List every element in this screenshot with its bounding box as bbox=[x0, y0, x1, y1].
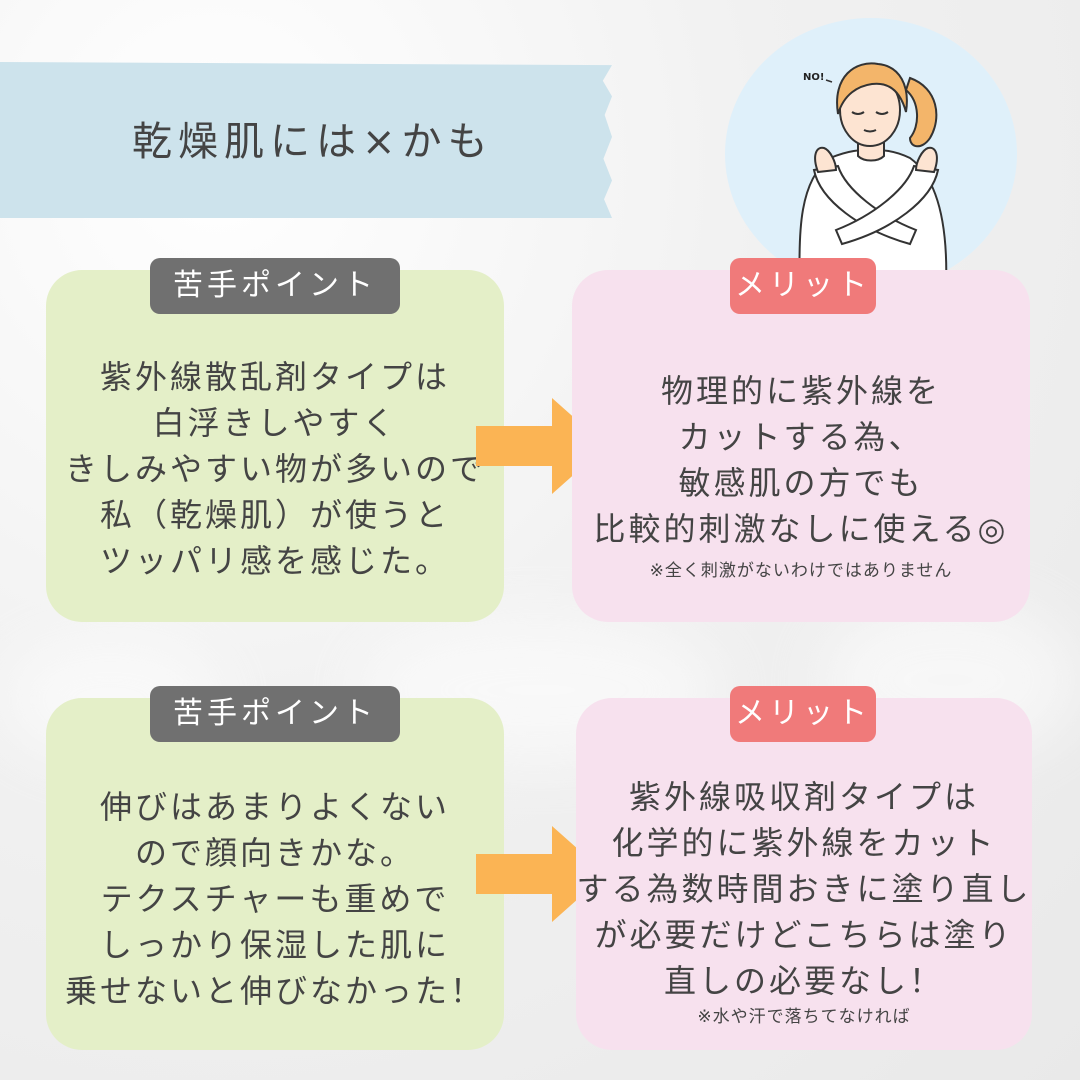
text-line: 直しの必要なし！ bbox=[663, 962, 944, 1000]
text-line: 乗せないと伸びなかった！ bbox=[64, 972, 485, 1010]
merit-card: 物理的に紫外線を カットする為、 敏感肌の方でも 比較的刺激なしに使える◎ ※全… bbox=[572, 270, 1030, 622]
text-line: 紫外線吸収剤タイプは bbox=[628, 778, 979, 816]
merit-note: ※全く刺激がないわけではありません bbox=[649, 561, 953, 581]
text-line: しっかり保湿した肌に bbox=[99, 926, 450, 964]
text-line: 紫外線散乱剤タイプは bbox=[99, 358, 450, 396]
weak-point-card: 紫外線散乱剤タイプは 白浮きしやすく きしみやすい物が多いので 私（乾燥肌）が使… bbox=[46, 270, 504, 622]
text-line: 物理的に紫外線を bbox=[660, 372, 941, 410]
merit-label: メリット bbox=[730, 258, 876, 314]
text-line: カットする為、 bbox=[678, 418, 924, 456]
weak-point-label: 苦手ポイント bbox=[150, 686, 400, 742]
merit-card: 紫外線吸収剤タイプは 化学的に紫外線をカット する為数時間おきに塗り直し が必要… bbox=[576, 698, 1032, 1050]
text-line: ツッパリ感を感じた。 bbox=[99, 542, 450, 580]
text-line: きしみやすい物が多いので bbox=[64, 450, 485, 488]
text-line: 私（乾燥肌）が使うと bbox=[99, 496, 450, 534]
merit-text: 物理的に紫外線を カットする為、 敏感肌の方でも 比較的刺激なしに使える◎ ※全… bbox=[572, 368, 1030, 584]
weak-point-label: 苦手ポイント bbox=[150, 258, 400, 314]
merit-text: 紫外線吸収剤タイプは 化学的に紫外線をカット する為数時間おきに塗り直し が必要… bbox=[576, 774, 1032, 1030]
text-line: 化学的に紫外線をカット bbox=[611, 824, 997, 862]
text-line: する為数時間おきに塗り直し bbox=[576, 870, 1032, 908]
merit-note: ※水や汗で落ちてなければ bbox=[697, 1007, 911, 1027]
text-line: テクスチャーも重めで bbox=[100, 880, 450, 918]
weak-point-text: 紫外線散乱剤タイプは 白浮きしやすく きしみやすい物が多いので 私（乾燥肌）が使… bbox=[46, 354, 504, 584]
text-line: が必要だけどこちらは塗り bbox=[594, 916, 1014, 954]
woman-crossed-arms-illustration bbox=[798, 62, 948, 288]
merit-label: メリット bbox=[730, 686, 876, 742]
text-line: 白浮きしやすく bbox=[152, 404, 398, 442]
arrow-right-icon bbox=[476, 826, 606, 922]
text-line: 伸びはあまりよくない bbox=[99, 788, 450, 826]
text-line: 敏感肌の方でも bbox=[678, 464, 924, 502]
speech-label: NO! bbox=[803, 72, 825, 83]
page-title: 乾燥肌には×かも bbox=[132, 119, 494, 165]
weak-point-card: 伸びはあまりよくない ので顔向きかな。 テクスチャーも重めで しっかり保湿した肌… bbox=[46, 698, 504, 1050]
weak-point-text: 伸びはあまりよくない ので顔向きかな。 テクスチャーも重めで しっかり保湿した肌… bbox=[46, 784, 504, 1014]
text-line: ので顔向きかな。 bbox=[134, 834, 415, 872]
text-line: 比較的刺激なしに使える◎ bbox=[593, 510, 1009, 548]
title-tape bbox=[0, 62, 612, 218]
